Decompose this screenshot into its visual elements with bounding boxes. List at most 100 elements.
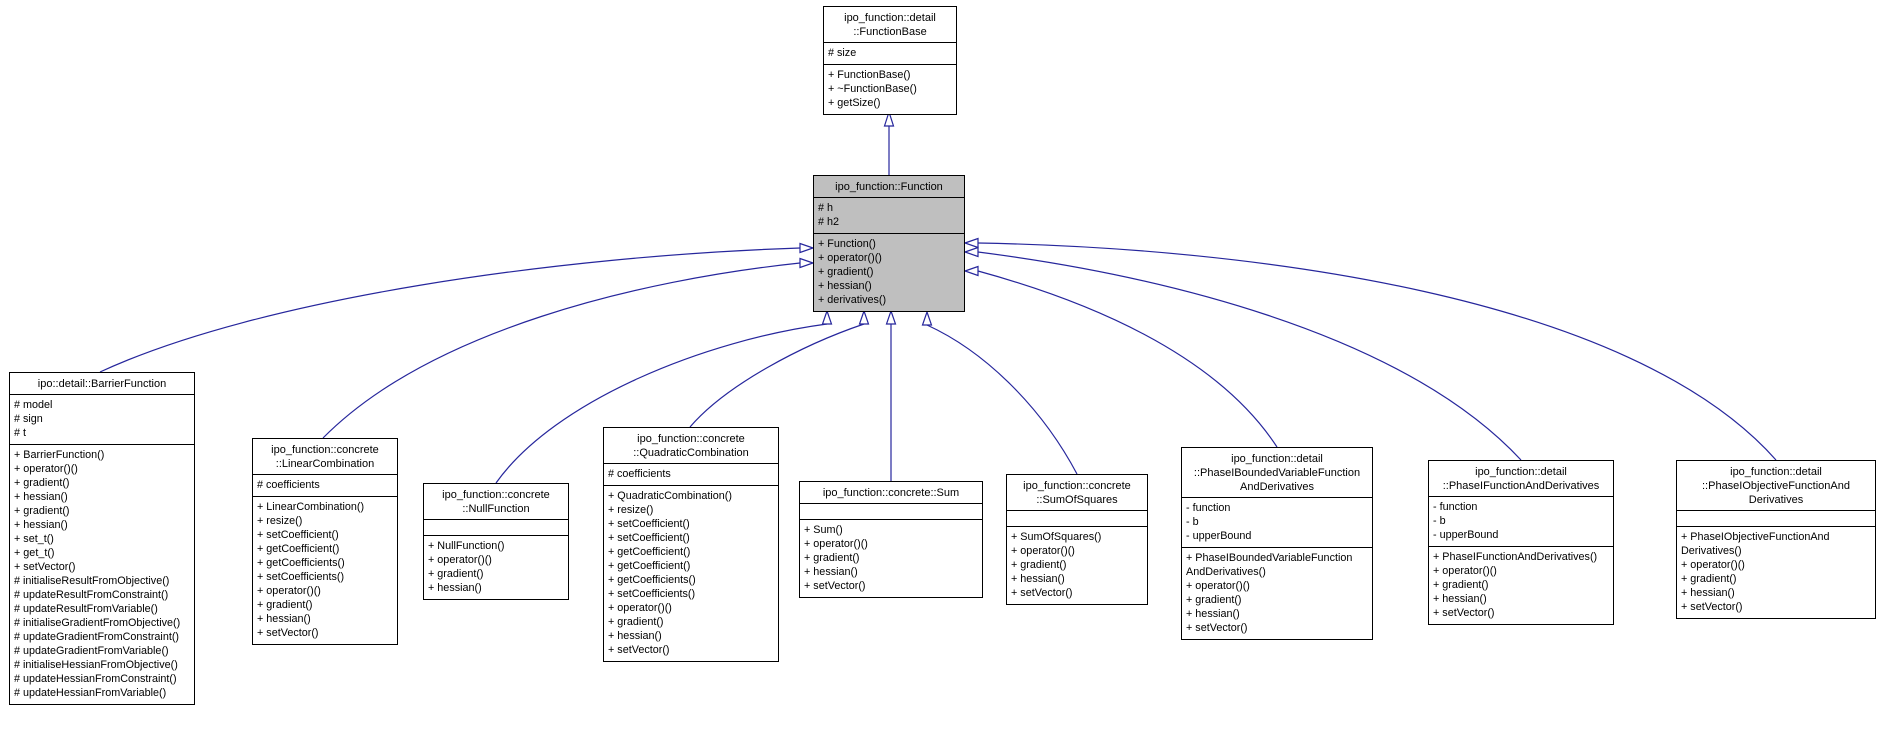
text-line: + gradient() [1011,559,1067,571]
edge-phasei-objective-to-function [977,242,1777,461]
text-line: + gradient() [804,552,860,564]
edge-quadraticcombination-to-function [689,323,865,428]
text-line: + setCoefficient() [608,518,690,530]
text-line: ::PhaseIBoundedVariableFunction [1193,467,1361,479]
text-line: ipo_function::detail [1231,453,1323,465]
text-line: + BarrierFunction() [14,449,105,461]
text-line: + QuadraticCombination() [608,490,732,502]
text-line: + operator()() [1186,580,1250,592]
text-line: + set_t() [14,533,54,545]
class-fields: - function- b- upperBound [1182,497,1372,547]
class-box-function[interactable]: ipo_function::Function # h# h2 + Functio… [813,175,965,312]
text-line: + getCoefficient() [608,546,691,558]
text-line: + gradient() [818,266,874,278]
class-methods: + LinearCombination()+ resize()+ setCoef… [253,496,397,644]
text-line: # coefficients [257,479,320,491]
inheritance-arrowhead [799,257,815,269]
class-box-phasei-objectivefunction[interactable]: ipo_function::detail::PhaseIObjectiveFun… [1676,460,1876,619]
text-line: + setCoefficient() [608,532,690,544]
class-title: ipo_function::concrete::QuadraticCombina… [604,428,778,463]
text-line: + hessian() [14,519,68,531]
class-title: ipo_function::detail::FunctionBase [824,7,956,42]
text-line: + setVector() [1433,607,1495,619]
inheritance-arrowhead [858,309,870,325]
text-line: + get_t() [14,547,55,559]
class-box-phasei-boundedvariablefunction[interactable]: ipo_function::detail::PhaseIBoundedVaria… [1181,447,1373,640]
text-line: # updateResultFromVariable() [14,603,158,615]
text-line: + PhaseIObjectiveFunctionAnd [1681,531,1830,543]
class-box-linearcombination[interactable]: ipo_function::concrete::LinearCombinatio… [252,438,398,645]
text-line: ipo_function::concrete [442,489,550,501]
text-line: ipo_function::concrete [271,444,379,456]
text-line: Derivatives() [1681,545,1742,557]
text-line: + hessian() [14,491,68,503]
text-line: ipo::detail::BarrierFunction [37,378,167,390]
inheritance-arrowhead [963,246,979,258]
text-line: ipo_function::Function [835,181,943,193]
class-title: ipo_function::concrete::NullFunction [424,484,568,519]
text-line: + hessian() [1186,608,1240,620]
text-line: + operator()() [257,585,321,597]
text-line: # sign [14,413,43,425]
text-line: + gradient() [428,568,484,580]
text-line: + setCoefficients() [257,571,345,583]
class-box-phasei-functionandderivatives[interactable]: ipo_function::detail::PhaseIFunctionAndD… [1428,460,1614,625]
class-title: ipo_function::detail::PhaseIBoundedVaria… [1182,448,1372,497]
text-line: + gradient() [1681,573,1737,585]
class-fields: - function- b- upperBound [1429,496,1613,546]
text-line: - b [1433,515,1446,527]
class-box-barrierfunction[interactable]: ipo::detail::BarrierFunction # model# si… [9,372,195,705]
text-line: AndDerivatives [1240,481,1314,493]
text-line: + getSize() [828,97,881,109]
text-line: Derivatives [1748,494,1804,506]
class-methods: + NullFunction()+ operator()()+ gradient… [424,535,568,599]
class-title: ipo_function::concrete::SumOfSquares [1007,475,1147,510]
text-line: + setCoefficients() [608,588,696,600]
text-line: + ~FunctionBase() [828,83,917,95]
class-box-functionbase[interactable]: ipo_function::detail::FunctionBase # siz… [823,6,957,115]
text-line: - function [1186,502,1231,514]
text-line: + operator()() [14,463,78,475]
text-line: + derivatives() [818,294,887,306]
class-box-quadraticcombination[interactable]: ipo_function::concrete::QuadraticCombina… [603,427,779,662]
text-line: # initialiseHessianFromObjective() [14,659,178,671]
text-line: + setVector() [1011,587,1073,599]
class-box-sum[interactable]: ipo_function::concrete::Sum + Sum()+ ope… [799,481,983,598]
class-title: ipo_function::detail::PhaseIObjectiveFun… [1677,461,1875,510]
text-line: + setVector() [608,644,670,656]
text-line: # updateGradientFromVariable() [14,645,169,657]
inheritance-arrowhead [921,310,933,326]
text-line: + getCoefficients() [608,574,696,586]
text-line: + gradient() [608,616,664,628]
text-line: # model [14,399,53,411]
text-line: # initialiseGradientFromObjective() [14,617,181,629]
text-line: + setCoefficient() [257,529,339,541]
text-line: # initialiseResultFromObjective() [14,575,170,587]
text-line: + getCoefficient() [608,560,691,572]
text-line: # size [828,47,857,59]
text-line: + gradient() [257,599,313,611]
class-box-sumofsquares[interactable]: ipo_function::concrete::SumOfSquares + S… [1006,474,1148,605]
text-line: + gradient() [1186,594,1242,606]
inheritance-arrowhead [963,237,979,249]
edge-barrierfunction-to-function [99,247,801,373]
class-fields [1677,510,1875,526]
text-line: + resize() [608,504,654,516]
edge-phasei-bounded-to-function [977,270,1278,448]
text-line: + LinearCombination() [257,501,365,513]
text-line: + Function() [818,238,876,250]
class-fields [424,519,568,535]
text-line: AndDerivatives() [1186,566,1266,578]
class-box-nullfunction[interactable]: ipo_function::concrete::NullFunction + N… [423,483,569,600]
class-title: ipo_function::concrete::LinearCombinatio… [253,439,397,474]
text-line: + hessian() [818,280,872,292]
class-fields: # h# h2 [814,197,964,233]
text-line: + operator()() [1011,545,1075,557]
text-line: - function [1433,501,1478,513]
text-line: + operator()() [608,602,672,614]
text-line: + setVector() [14,561,76,573]
